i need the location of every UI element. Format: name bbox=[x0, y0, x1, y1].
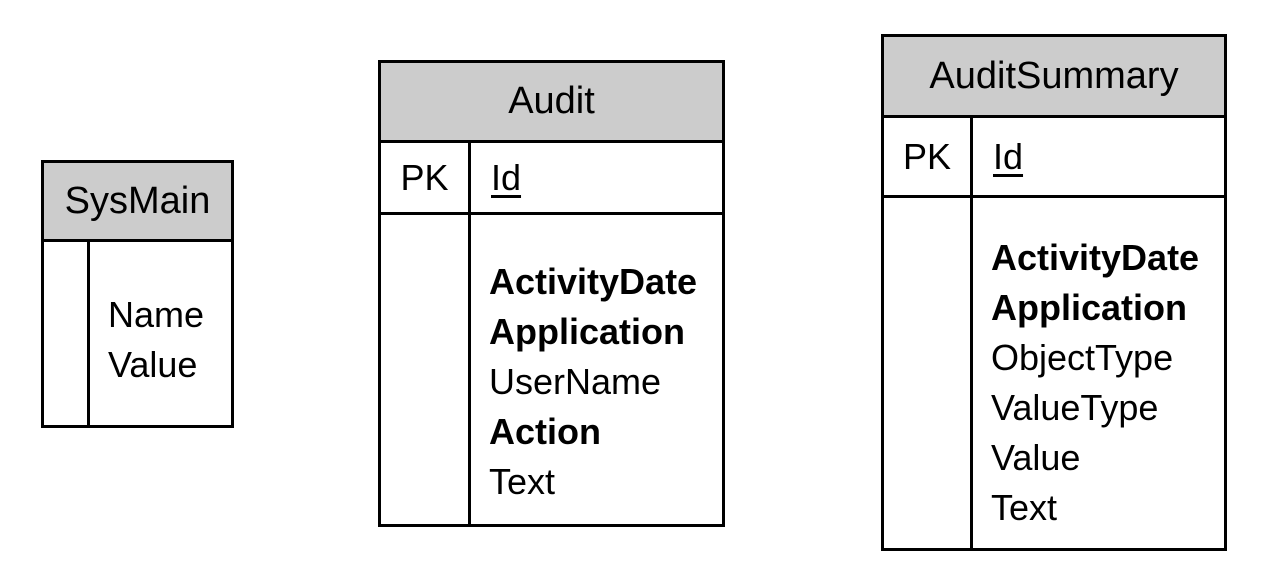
entity-header: AuditSummary bbox=[884, 37, 1224, 118]
attributes-section: ActivityDate Application ObjectType Valu… bbox=[884, 198, 1224, 548]
pk-column-empty bbox=[884, 198, 973, 548]
attributes-section: Name Value bbox=[44, 242, 231, 425]
attribute: Application bbox=[991, 287, 1187, 328]
primary-key-row: PK Id bbox=[381, 143, 722, 215]
primary-key-row: PK Id bbox=[884, 118, 1224, 198]
entity-title: AuditSummary bbox=[929, 54, 1179, 97]
attribute: UserName bbox=[489, 361, 662, 402]
pk-badge: PK bbox=[884, 118, 973, 195]
attributes-section: ActivityDate Application UserName Action… bbox=[381, 215, 722, 524]
attribute: Value bbox=[108, 344, 198, 385]
entity-title: SysMain bbox=[64, 179, 211, 222]
attribute: ObjectType bbox=[991, 337, 1174, 378]
pk-column-empty bbox=[381, 215, 471, 524]
pk-attribute-cell: Id bbox=[973, 118, 1224, 195]
attribute: Value bbox=[991, 437, 1081, 478]
entity-sysmain: SysMain Name Value bbox=[41, 160, 234, 428]
attribute: Text bbox=[991, 487, 1058, 528]
pk-attribute-cell: Id bbox=[471, 143, 722, 212]
attributes-cell: Name Value bbox=[90, 242, 231, 425]
attribute: Application bbox=[489, 311, 685, 352]
entity-header: Audit bbox=[381, 63, 722, 143]
pk-attribute: Id bbox=[993, 135, 1024, 177]
pk-attribute: Id bbox=[491, 156, 522, 198]
attribute: ActivityDate bbox=[489, 261, 698, 302]
attribute: ValueType bbox=[991, 387, 1159, 428]
attribute: Text bbox=[489, 461, 556, 502]
attribute: Action bbox=[489, 411, 601, 452]
attributes-cell: ActivityDate Application UserName Action… bbox=[471, 215, 722, 524]
attribute: ActivityDate bbox=[991, 237, 1200, 278]
entity-title: Audit bbox=[508, 80, 595, 122]
pk-badge: PK bbox=[381, 143, 471, 212]
pk-column-empty bbox=[44, 242, 90, 425]
attribute: Name bbox=[108, 294, 205, 335]
entity-audit: Audit PK Id ActivityDate Application Use… bbox=[378, 60, 725, 527]
attributes-cell: ActivityDate Application ObjectType Valu… bbox=[973, 198, 1224, 548]
entity-auditsummary: AuditSummary PK Id ActivityDate Applicat… bbox=[881, 34, 1227, 551]
entity-header: SysMain bbox=[44, 163, 231, 242]
